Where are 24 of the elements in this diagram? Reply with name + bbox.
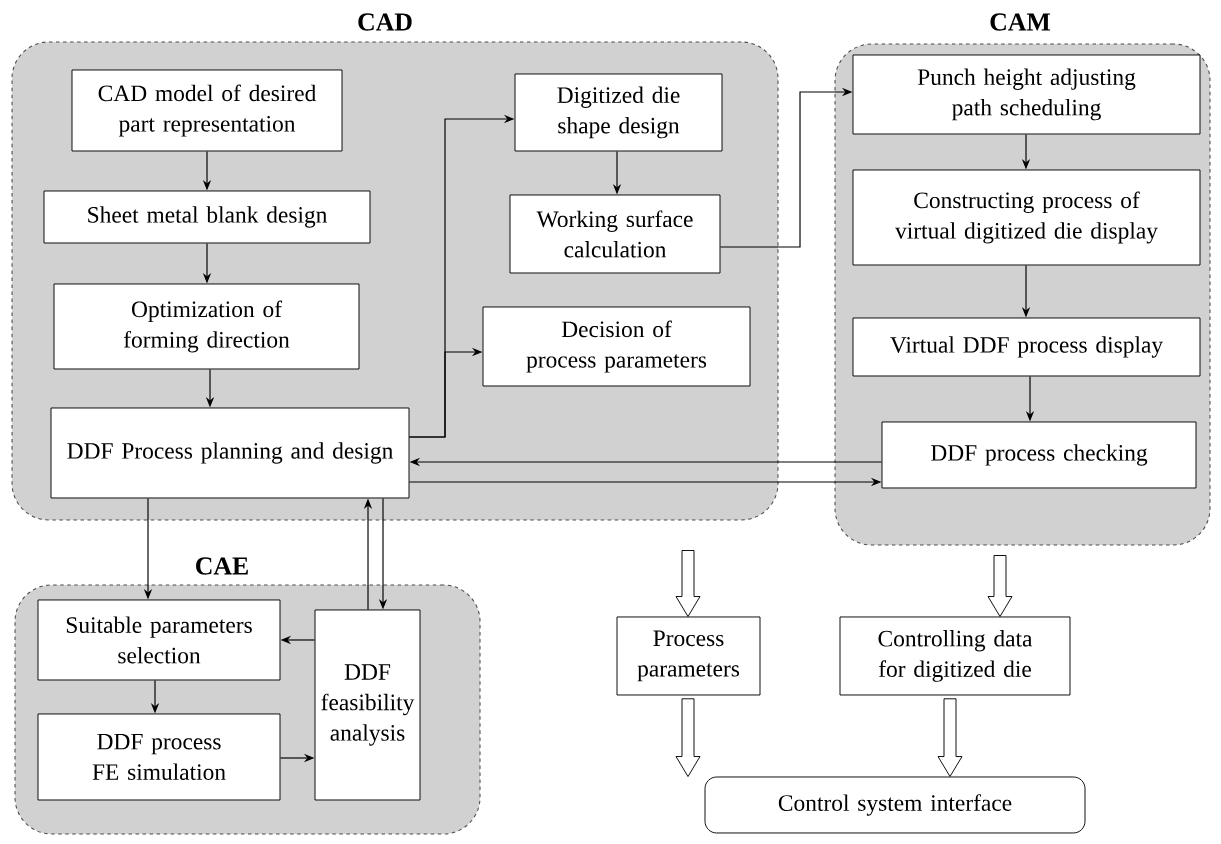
- process-box: Optimization of forming direction: [53, 283, 360, 370]
- interface-box: Control system interface: [704, 776, 1086, 834]
- group-heading: CAD: [358, 13, 412, 31]
- process-box: DDF process checking: [881, 421, 1197, 489]
- process-box: DDF feasibility analysis: [314, 609, 421, 801]
- process-box: CAD model of desired part representation: [71, 69, 343, 152]
- process-box: Working surface calculation: [509, 194, 721, 274]
- process-box: Digitized die shape design: [514, 73, 723, 152]
- process-box: DDF process FE simulation: [37, 713, 281, 801]
- group-heading: CAE: [196, 557, 248, 575]
- process-box: Sheet metal blank design: [43, 190, 371, 244]
- process-box: Suitable parameters selection: [37, 599, 281, 681]
- group-heading: CAM: [990, 13, 1051, 31]
- process-box: Process parameters: [616, 616, 761, 696]
- process-box: DDF Process planning and design: [50, 407, 410, 499]
- process-box: Virtual DDF process display: [852, 317, 1201, 377]
- hollow-arrow: [937, 698, 963, 777]
- process-box: Controlling data for digitized die: [839, 616, 1071, 696]
- hollow-arrow: [675, 698, 701, 777]
- hollow-arrow: [675, 550, 701, 617]
- process-box: Punch height adjusting path scheduling: [852, 54, 1201, 135]
- hollow-arrow: [987, 555, 1013, 617]
- process-box: Constructing process of virtual digitized die display: [852, 169, 1201, 266]
- process-box: Decision of process parameters: [482, 306, 751, 387]
